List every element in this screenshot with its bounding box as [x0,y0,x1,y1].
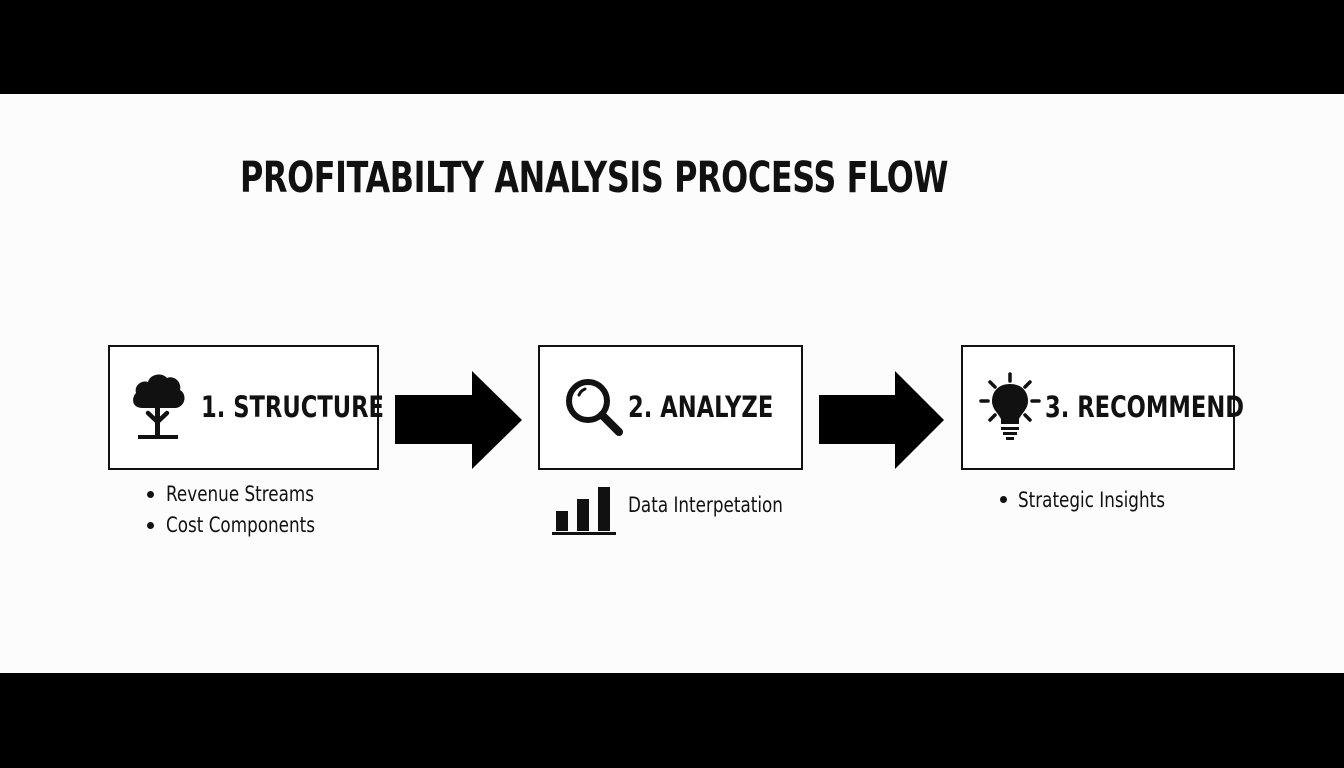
letterbox-bottom [0,673,1344,768]
step-structure-label: 1. STRUCTURE [201,390,384,424]
arrow-right-icon [395,371,522,469]
bullet [147,522,154,529]
diagram-title: PROFITABILTY ANALYSIS PROCESS FLOW [240,153,949,203]
detail-revenue-streams: Revenue Streams [166,482,315,506]
magnifying-glass-icon [566,379,623,436]
bullet [1000,496,1007,503]
arrow-right-icon [819,371,944,469]
lightbulb-icon [979,372,1041,440]
step-analyze-box [538,345,803,470]
letterbox-top [0,0,1344,94]
detail-cost-components: Cost Components [166,513,315,537]
bar-chart-icon [552,487,616,535]
detail-data-interpretation: Data Interpetation [628,493,783,517]
step-recommend-label: 3. RECOMMEND [1045,390,1245,424]
tree-icon [133,374,185,439]
bullet [147,491,154,498]
step-analyze-label: 2. ANALYZE [628,390,774,424]
detail-strategic-insights: Strategic Insights [1018,488,1165,512]
